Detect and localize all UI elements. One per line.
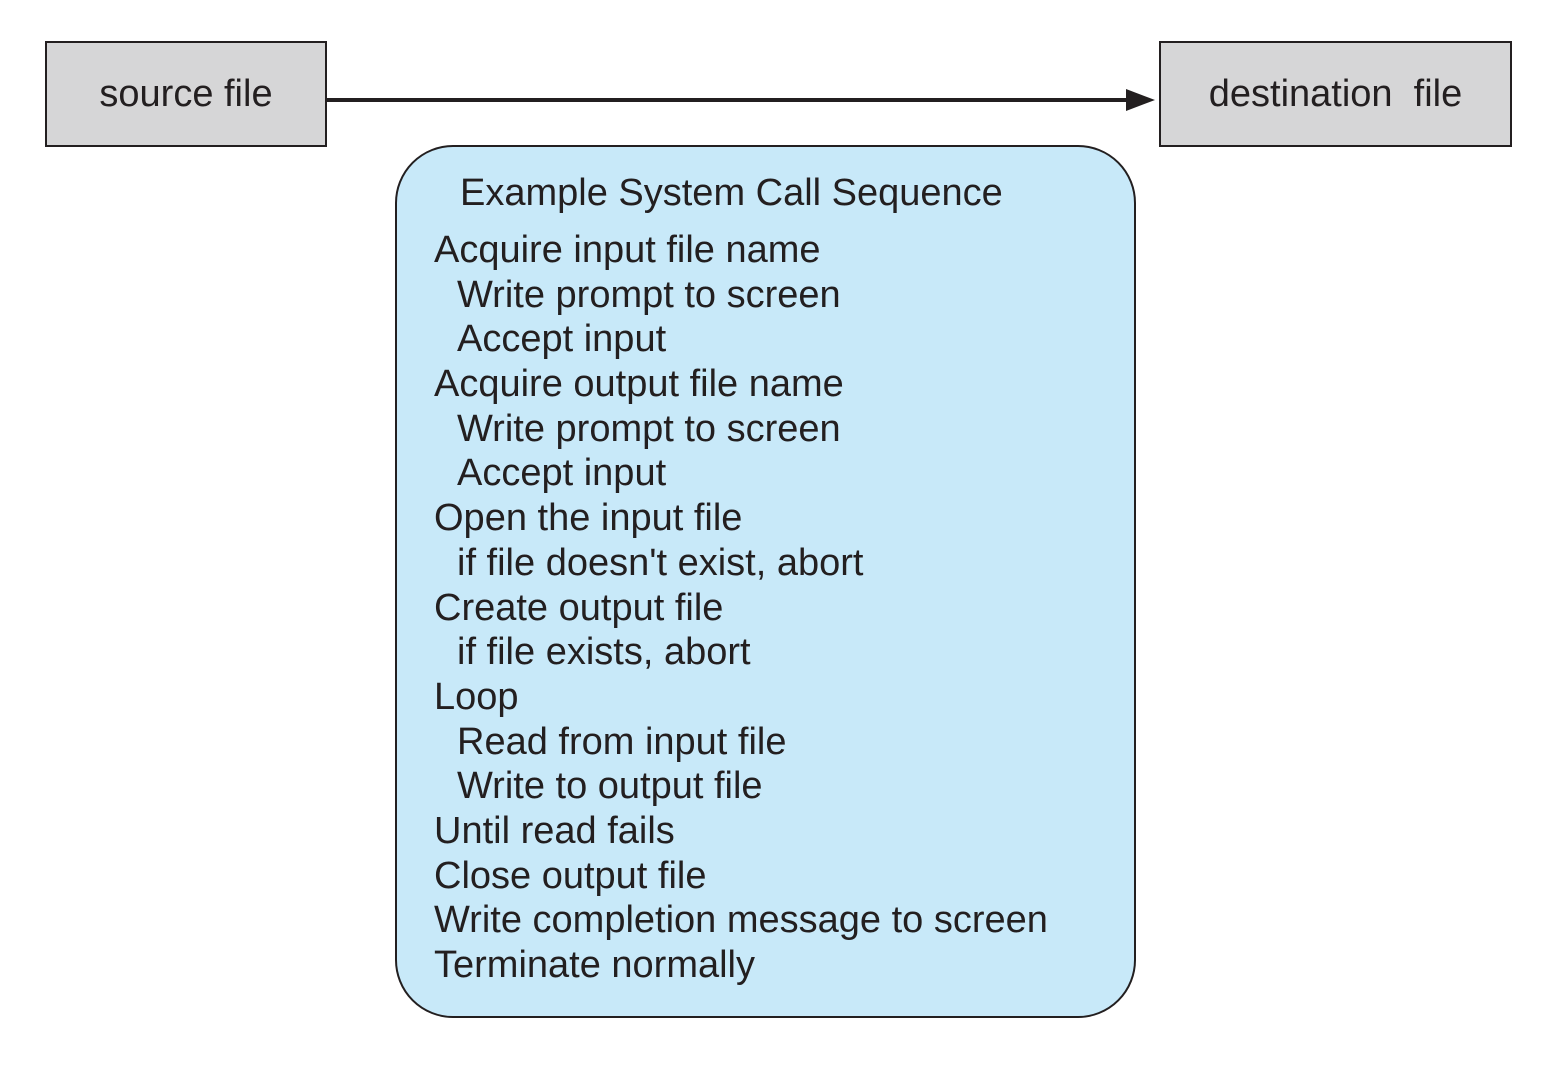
- sequence-step: if file doesn't exist, abort: [457, 541, 864, 584]
- sequence-step: Open the input file: [434, 497, 743, 540]
- destination-file-box: destination file: [1159, 41, 1512, 147]
- arrow-head: [1126, 89, 1155, 111]
- source-file-box: source file: [45, 41, 327, 147]
- sequence-step: Acquire input file name: [434, 229, 821, 271]
- sequence-step: if file exists, abort: [457, 631, 751, 674]
- sequence-step: Read from input file: [457, 720, 787, 763]
- sequence-step: Write prompt to screen: [457, 273, 841, 316]
- sequence-step: Close output file: [434, 854, 707, 897]
- system-call-sequence-panel: Example System Call Sequence Acquire inp…: [395, 145, 1136, 1018]
- panel-title: Example System Call Sequence: [460, 172, 1003, 214]
- sequence-step: Accept input: [457, 318, 667, 361]
- sequence-step: Accept input: [457, 452, 667, 495]
- sequence-step: Acquire output file name: [434, 363, 844, 406]
- sequence-step: Until read fails: [434, 809, 675, 852]
- destination-file-label: destination file: [1208, 72, 1463, 115]
- sequence-step: Write to output file: [457, 765, 763, 808]
- sequence-step: Loop: [434, 675, 519, 718]
- sequence-step: Create output file: [434, 586, 724, 629]
- sequence-step: Terminate normally: [434, 944, 755, 986]
- sequence-step: Write completion message to screen: [434, 899, 1048, 942]
- sequence-step: Write prompt to screen: [457, 407, 841, 450]
- source-file-label: source file: [99, 72, 273, 115]
